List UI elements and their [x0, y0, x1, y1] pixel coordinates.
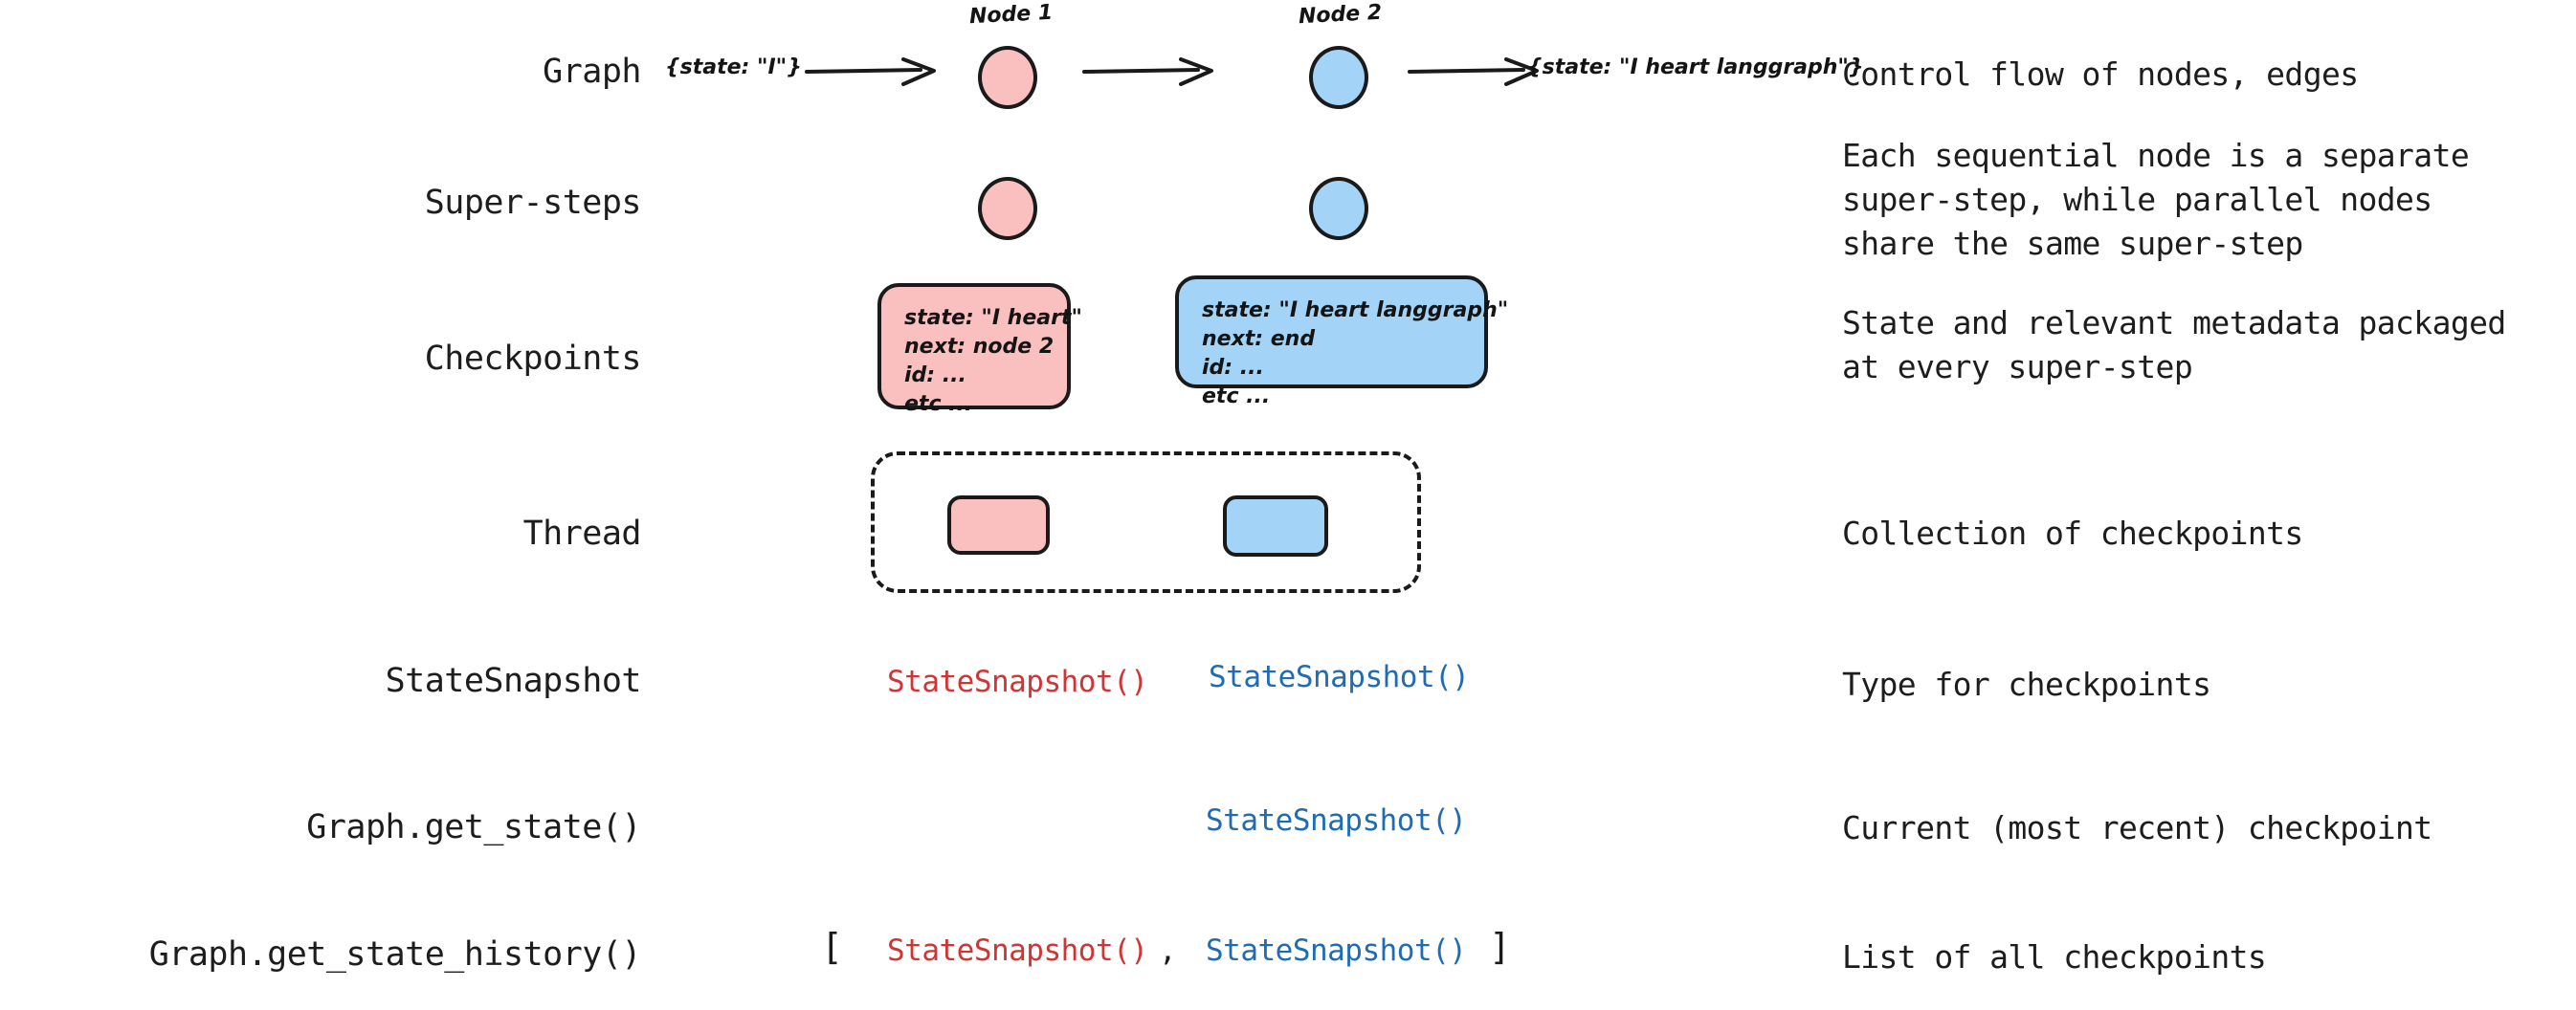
state-snapshot-blue-1: StateSnapshot(): [1209, 660, 1470, 694]
row-desc-get-state: Current (most recent) checkpoint: [1842, 806, 2569, 850]
row-thread: Thread Collection of checkpoints: [0, 440, 2576, 603]
output-state-annotation: {state: "I heart langgraph"}: [1527, 55, 1864, 79]
row-get-state-history: Graph.get_state_history() [ StateSnapsho…: [0, 899, 2576, 1004]
row-desc-super-steps: Each sequential node is a separate super…: [1842, 134, 2569, 266]
checkpoint-card-2-etc: etc ...: [1202, 384, 1271, 408]
checkpoint-card-1-next: next: node 2: [904, 335, 1055, 359]
thread-checkpoint-chip-2: [1223, 495, 1328, 557]
row-graph: Graph {state: "I"} Node 1 Node 2 {state:…: [0, 0, 2576, 143]
row-label-super-steps: Super-steps: [424, 184, 642, 222]
node-1-circle: [978, 46, 1037, 109]
checkpoint-card-2-next: next: end: [1202, 327, 1316, 351]
checkpoint-card-1: state: "I heart" next: node 2 id: ... et…: [877, 283, 1082, 416]
row-desc-state-snapshot: Type for checkpoints: [1842, 663, 2569, 707]
row-desc-checkpoints-line-2: at every super-step: [1842, 348, 2193, 385]
history-snapshot-red: StateSnapshot(): [887, 933, 1148, 968]
checkpoint-card-1-id: id: ...: [904, 363, 966, 387]
thread-checkpoint-chip-1: [947, 495, 1050, 555]
row-super-steps: Super-steps Each sequential node is a se…: [0, 124, 2576, 262]
node-2-circle: [1309, 46, 1368, 109]
row-label-get-state: Graph.get_state(): [306, 808, 641, 846]
input-state-annotation: {state: "I"}: [665, 55, 802, 79]
get-state-snapshot-blue: StateSnapshot(): [1206, 803, 1467, 838]
super-step-node-2: [1309, 177, 1368, 240]
row-desc-thread: Collection of checkpoints: [1842, 512, 2569, 556]
row-desc-checkpoints-line-1: State and relevant metadata packaged: [1842, 304, 2506, 341]
checkpoint-card-2-id: id: ...: [1202, 356, 1264, 380]
checkpoint-card-2-state: state: "I heart langgraph": [1202, 298, 1509, 322]
row-desc-get-state-history: List of all checkpoints: [1842, 935, 2569, 979]
row-desc-checkpoints: State and relevant metadata packaged at …: [1842, 301, 2569, 389]
row-desc-super-steps-line-2: super-step, while parallel nodes: [1842, 181, 2432, 218]
row-desc-get-state-line-1: Current (most recent) checkpoint: [1842, 809, 2432, 846]
edge-arrow-3: [1408, 57, 1539, 86]
row-desc-thread-line-1: Collection of checkpoints: [1842, 515, 2303, 552]
row-label-thread: Thread: [522, 515, 642, 553]
thread-container: [871, 451, 1421, 593]
row-checkpoints: Checkpoints state: "I heart" next: node …: [0, 268, 2576, 440]
row-label-get-state-history: Graph.get_state_history(): [148, 935, 642, 974]
close-bracket: ]: [1489, 926, 1511, 968]
row-label-checkpoints: Checkpoints: [424, 340, 642, 378]
node-1-caption: Node 1: [968, 0, 1054, 30]
edge-arrow-2: [1082, 57, 1213, 86]
edge-arrow-1: [805, 57, 936, 86]
history-snapshot-blue: StateSnapshot(): [1206, 933, 1467, 968]
row-label-graph: Graph: [543, 53, 641, 91]
node-2-caption: Node 2: [1298, 0, 1383, 30]
row-desc-super-steps-line-3: share the same super-step: [1842, 225, 2303, 262]
row-desc-graph: Control flow of nodes, edges: [1842, 53, 2569, 97]
row-desc-graph-line-1: Control flow of nodes, edges: [1842, 55, 2359, 93]
checkpoint-card-1-state: state: "I heart": [904, 306, 1082, 330]
super-step-node-1: [978, 177, 1037, 240]
checkpoint-card-1-etc: etc ...: [904, 392, 973, 416]
row-desc-state-snapshot-line-1: Type for checkpoints: [1842, 666, 2211, 703]
open-bracket: [: [821, 926, 843, 968]
row-desc-super-steps-line-1: Each sequential node is a separate: [1842, 137, 2470, 174]
list-comma: ,: [1159, 933, 1177, 968]
state-snapshot-red-1: StateSnapshot(): [887, 665, 1148, 699]
row-desc-get-state-history-line-1: List of all checkpoints: [1842, 938, 2267, 976]
row-get-state: Graph.get_state() StateSnapshot() Curren…: [0, 770, 2576, 875]
row-state-snapshot: StateSnapshot StateSnapshot() StateSnaps…: [0, 626, 2576, 732]
row-label-state-snapshot: StateSnapshot: [385, 662, 642, 700]
checkpoint-card-2: state: "I heart langgraph" next: end id:…: [1175, 275, 1509, 408]
